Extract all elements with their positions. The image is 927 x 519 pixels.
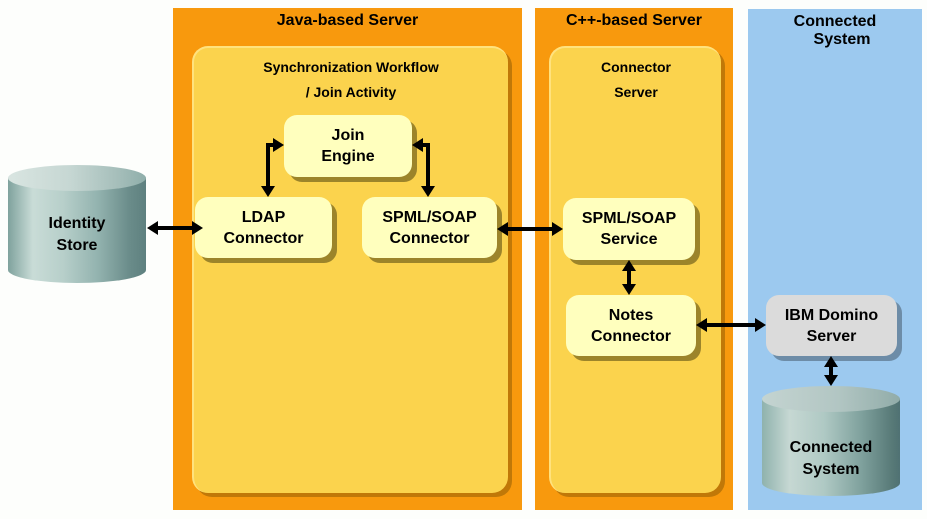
connector-server-subtitle-line1: Connector xyxy=(601,59,671,75)
arrowhead-up-icon xyxy=(824,356,838,367)
identity-store-cylinder-body xyxy=(8,178,146,283)
spml-soap-connector-label-line1: SPML/SOAP xyxy=(382,208,477,226)
arrowhead-down-icon xyxy=(824,375,838,386)
ldap-connector-node: LDAP Connector xyxy=(195,197,332,258)
join-engine-label-line2: Engine xyxy=(321,148,375,165)
cpp-server-title: C++-based Server xyxy=(565,12,703,29)
arrowhead-right-icon xyxy=(755,318,766,332)
arrowhead-up-icon xyxy=(622,260,636,271)
arrow-identity-store-ldap-connector xyxy=(147,221,203,235)
sync-workflow-subtitle-line2: / Join Activity xyxy=(305,84,397,100)
arrowhead-right-icon xyxy=(552,222,563,236)
java-server-title: Java-based Server xyxy=(276,12,419,29)
arrowhead-down-icon xyxy=(261,186,275,197)
connected-system-panel-title: Connected System xyxy=(748,13,922,49)
arrowhead-left-icon xyxy=(412,138,423,152)
identity-store-cylinder-top xyxy=(8,165,146,191)
notes-connector-label-line1: Notes xyxy=(608,306,654,324)
notes-connector-node: Notes Connector xyxy=(566,295,696,356)
spml-soap-service-label-line2: Service xyxy=(600,231,658,248)
arrow-spml-connector-spml-service xyxy=(497,222,563,236)
arrow-join-engine-spml-vertical xyxy=(421,143,435,197)
arrow-join-engine-ldap-vertical xyxy=(261,143,275,197)
connected-system-label: Connected System xyxy=(762,386,900,496)
ldap-connector-label-line1: LDAP xyxy=(241,208,286,226)
sync-workflow-panel: Synchronization Workflow / Join Activity xyxy=(192,46,508,493)
arrowhead-down-icon xyxy=(622,284,636,295)
connected-system-panel-title-line2: System xyxy=(813,31,871,48)
arrow-ibm-domino-connected-system xyxy=(824,356,838,386)
arrowhead-left-icon xyxy=(696,318,707,332)
connected-system-label-line2: System xyxy=(802,461,860,478)
connected-system-panel-title-line1: Connected xyxy=(793,13,877,30)
ibm-domino-server-label-line2: Server xyxy=(806,327,857,345)
arrow-notes-connector-ibm-domino xyxy=(696,318,766,332)
arrowhead-left-icon xyxy=(497,222,508,236)
spml-soap-connector-label-line2: Connector xyxy=(389,229,470,247)
connector-server-subtitle-line2: Server xyxy=(614,84,658,100)
connected-system-cylinder-body xyxy=(762,399,900,496)
arrow-spml-service-notes-connector xyxy=(622,260,636,295)
join-engine-label-line1: Join xyxy=(331,127,365,144)
identity-store-label-line2: Store xyxy=(56,236,98,254)
connected-system-label-line1: Connected xyxy=(789,439,873,456)
identity-store-label-line1: Identity xyxy=(48,214,106,232)
spml-soap-service-label-line1: SPML/SOAP xyxy=(581,210,677,227)
identity-store-label: Identity Store xyxy=(8,165,146,283)
arrowhead-right-icon xyxy=(192,221,203,235)
arrowhead-down-icon xyxy=(421,186,435,197)
ibm-domino-server-node: IBM Domino Server xyxy=(766,295,897,356)
ldap-connector-label-line2: Connector xyxy=(223,229,304,247)
connector-server-subtitle: Connector Server xyxy=(551,59,721,100)
arrowhead-right-icon xyxy=(273,138,284,152)
spml-soap-connector-node: SPML/SOAP Connector xyxy=(362,197,497,258)
connected-system-cylinder: Connected System xyxy=(762,386,900,496)
connected-system-cylinder-top xyxy=(762,386,900,412)
identity-store-cylinder: Identity Store xyxy=(8,165,146,283)
sync-workflow-subtitle: Synchronization Workflow / Join Activity xyxy=(194,59,508,100)
java-server-panel: Java-based Server Synchronization Workfl… xyxy=(173,8,522,510)
join-engine-node: Join Engine xyxy=(284,115,412,177)
sync-workflow-subtitle-line1: Synchronization Workflow xyxy=(263,59,439,75)
notes-connector-label-line2: Connector xyxy=(591,327,671,345)
arrowhead-left-icon xyxy=(147,221,158,235)
ibm-domino-server-label-line1: IBM Domino xyxy=(784,306,879,324)
spml-soap-service-node: SPML/SOAP Service xyxy=(563,198,695,260)
